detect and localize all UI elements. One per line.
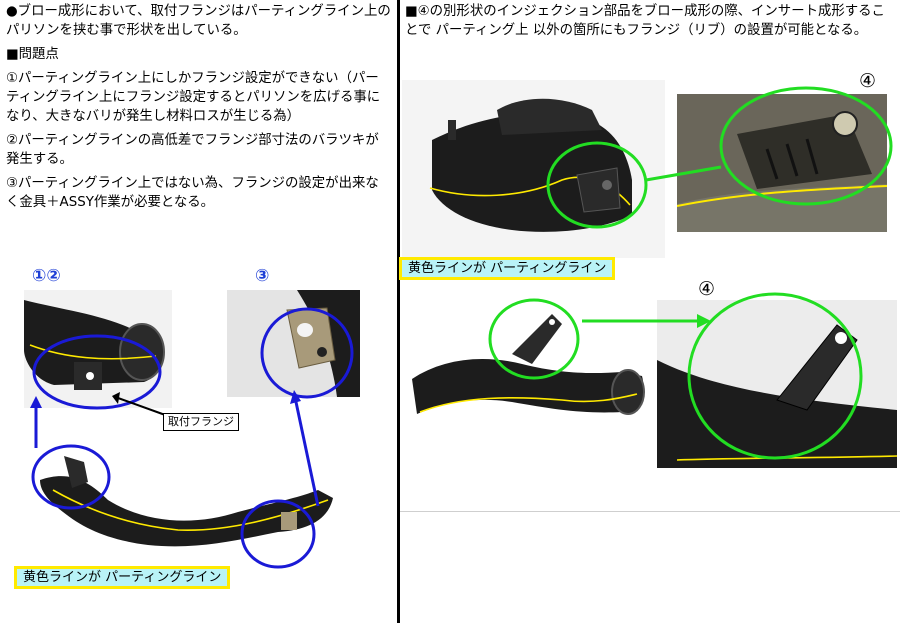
blue-annotation-overlay	[30, 307, 354, 569]
flange-closeup-illustration	[24, 300, 165, 390]
bracket-illustration	[286, 290, 360, 397]
callout-arrow	[117, 397, 169, 417]
column-divider	[397, 0, 400, 623]
intro-text: ●ブロー成形において、取付フランジはパーティングライン上のパリソンを挟む事で形状…	[6, 4, 391, 38]
problem-item-2: ②パーティングラインの高低差でフランジ部寸法のバラツキが発生する。	[6, 133, 379, 167]
label-4-bottom: ④	[698, 278, 716, 300]
callout-arrowhead	[112, 392, 120, 404]
photo-injection-part	[402, 80, 665, 258]
blue-circle-duct-left	[31, 444, 111, 510]
green-circle-bottom-large	[687, 292, 863, 460]
photo-metal-bracket	[227, 290, 360, 397]
problem-item-3: ③パーティングライン上ではない為、フランジの設定が出来なく金具＋ASSY作業が必…	[6, 176, 379, 210]
blue-arrow-up-right	[294, 401, 320, 507]
green-arrowhead-bottom	[697, 314, 711, 328]
injection-part-illustration	[429, 98, 632, 232]
blue-arrowhead-left	[30, 396, 42, 408]
right-intro-text: ■④の別形状のインジェクション部品をブロー成形の際、インサート成形することで パ…	[405, 4, 885, 38]
left-parting-line-label: 黄色ラインが パーティングライン	[14, 566, 231, 589]
green-circle-top-small	[546, 141, 648, 229]
photo-flange-closeup	[24, 290, 172, 408]
blue-circle-bracket	[260, 307, 354, 399]
green-connector-top	[645, 165, 722, 182]
duct-flange-illustration	[412, 314, 645, 415]
blue-arrowhead-right	[290, 390, 301, 404]
photo-duct-with-flange	[402, 284, 650, 444]
label-3: ③	[255, 266, 270, 286]
left-text-block: ●ブロー成形において、取付フランジはパーティングライン上のパリソンを挟む事で形状…	[6, 2, 391, 212]
blue-circle-duct-right	[240, 499, 316, 569]
green-annotation-overlay	[488, 86, 893, 460]
right-bottom-rule	[400, 511, 900, 512]
green-circle-top-large	[719, 86, 893, 206]
problem-heading: ■問題点	[6, 47, 59, 62]
right-text-block: ■④の別形状のインジェクション部品をブロー成形の際、インサート成形することで パ…	[405, 2, 897, 40]
rib-closeup-illustration	[677, 94, 887, 232]
blue-circle-flange	[32, 334, 162, 410]
flange-callout-label: 取付フランジ	[163, 413, 239, 431]
label-1-2: ①②	[32, 266, 61, 286]
green-circle-bottom-small	[488, 298, 580, 380]
problem-item-1: ①パーティングライン上にしかフランジ設定ができない（パーティングライン上にフラン…	[6, 71, 381, 124]
photo-rib-closeup	[677, 94, 887, 232]
right-parting-line-label: 黄色ラインが パーティングライン	[399, 257, 616, 280]
label-4-top: ④	[859, 70, 877, 92]
